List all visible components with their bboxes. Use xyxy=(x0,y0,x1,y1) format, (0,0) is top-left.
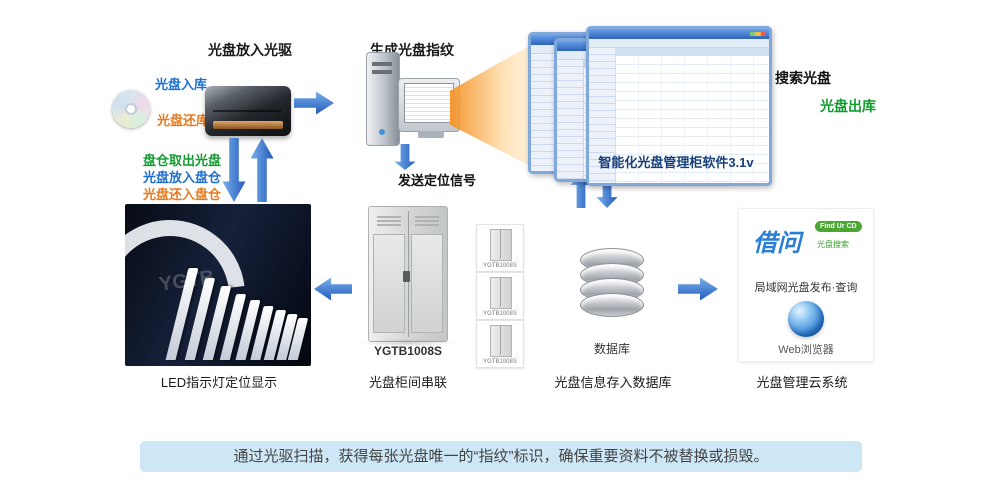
globe-icon xyxy=(788,301,824,337)
cabinet-shadow xyxy=(360,339,456,347)
cd-disc-icon xyxy=(112,90,150,128)
cloud-description: 局域网光盘发布·查询 xyxy=(754,282,858,294)
database-disk xyxy=(580,293,644,317)
search-disc-label: 搜索光盘 xyxy=(775,70,831,86)
arrow-up-icon xyxy=(250,138,274,202)
app-window-front xyxy=(586,26,772,186)
drive-tray xyxy=(213,121,283,129)
software-name-label: 智能化光盘管理柜软件3.1v xyxy=(598,155,754,170)
arrow-right-icon xyxy=(294,91,334,115)
database-cylinder-icon xyxy=(580,248,644,317)
web-browser-label: Web浏览器 xyxy=(778,344,834,356)
disc-return-label: 光盘还库 xyxy=(157,113,210,128)
disc-out-label: 光盘出库 xyxy=(820,98,876,114)
optical-drive-image xyxy=(205,86,291,136)
window-sidebar xyxy=(531,54,558,171)
cabinet-door xyxy=(411,234,443,333)
window-titlebar xyxy=(589,29,769,39)
led-panel-image: YGTB xyxy=(125,204,311,366)
database-caption: 光盘信息存入数据库 xyxy=(554,375,672,390)
arrow-right-icon xyxy=(678,277,718,301)
cabinet-image xyxy=(368,206,448,342)
cloud-tagline: 光盘搜索 xyxy=(817,240,849,249)
cloud-brand-logo: 借问 xyxy=(753,230,801,257)
cabinet-model-label: YGTB1008S xyxy=(373,344,443,358)
cabinet-vent xyxy=(415,216,439,227)
database-label: 数据库 xyxy=(593,342,630,356)
disc-in-label: 光盘入库 xyxy=(155,77,208,92)
window-sidebar xyxy=(557,60,584,179)
window-toolbar xyxy=(589,39,769,48)
summary-banner: 通过光驱扫描，获得每张光盘唯一的“指纹”标识，确保重要资料不被替换或损毁。 xyxy=(140,441,862,472)
window-grid-header xyxy=(616,48,769,56)
mini-cabinet-image: YGTB1008S xyxy=(476,272,524,320)
cabinet-caption: 光盘柜间串联 xyxy=(368,375,447,390)
cabinet-vent xyxy=(377,216,401,227)
bin-take-out-label: 盘仓取出光盘 xyxy=(143,153,222,168)
drive-section-title: 光盘放入光驱 xyxy=(208,42,292,58)
mini-cabinet-image: YGTB1008S xyxy=(476,224,524,272)
cabinet-door xyxy=(373,234,405,333)
monitor-screen xyxy=(404,83,454,123)
monitor-stand xyxy=(418,131,444,138)
arrow-left-icon xyxy=(314,277,352,301)
cloud-system-card: 借问 Find Ur CD 光盘搜索 局域网光盘发布·查询 Web浏览器 xyxy=(738,208,874,362)
send-signal-label: 发送定位信号 xyxy=(398,173,477,188)
mini-cabinet-label: YGTB1008S xyxy=(483,263,517,269)
led-caption: LED指示灯定位显示 xyxy=(160,375,278,390)
arrow-down-icon xyxy=(394,144,416,170)
bin-return-label: 光盘还入盘仓 xyxy=(143,187,222,202)
bin-put-in-label: 光盘放入盘仓 xyxy=(143,170,222,185)
mini-cabinet-label: YGTB1008S xyxy=(483,359,517,365)
cloud-caption: 光盘管理云系统 xyxy=(756,375,848,390)
database-image xyxy=(566,208,658,360)
computer-tower-image xyxy=(366,52,400,146)
mini-cabinet-label: YGTB1008S xyxy=(483,311,517,317)
cabinet-lock xyxy=(403,271,410,282)
window-grid xyxy=(616,56,769,183)
window-sidebar xyxy=(589,48,616,183)
mini-cabinet-image: YGTB1008S xyxy=(476,320,524,368)
cloud-badge: Find Ur CD xyxy=(815,221,862,232)
arrow-down-icon xyxy=(222,138,246,202)
